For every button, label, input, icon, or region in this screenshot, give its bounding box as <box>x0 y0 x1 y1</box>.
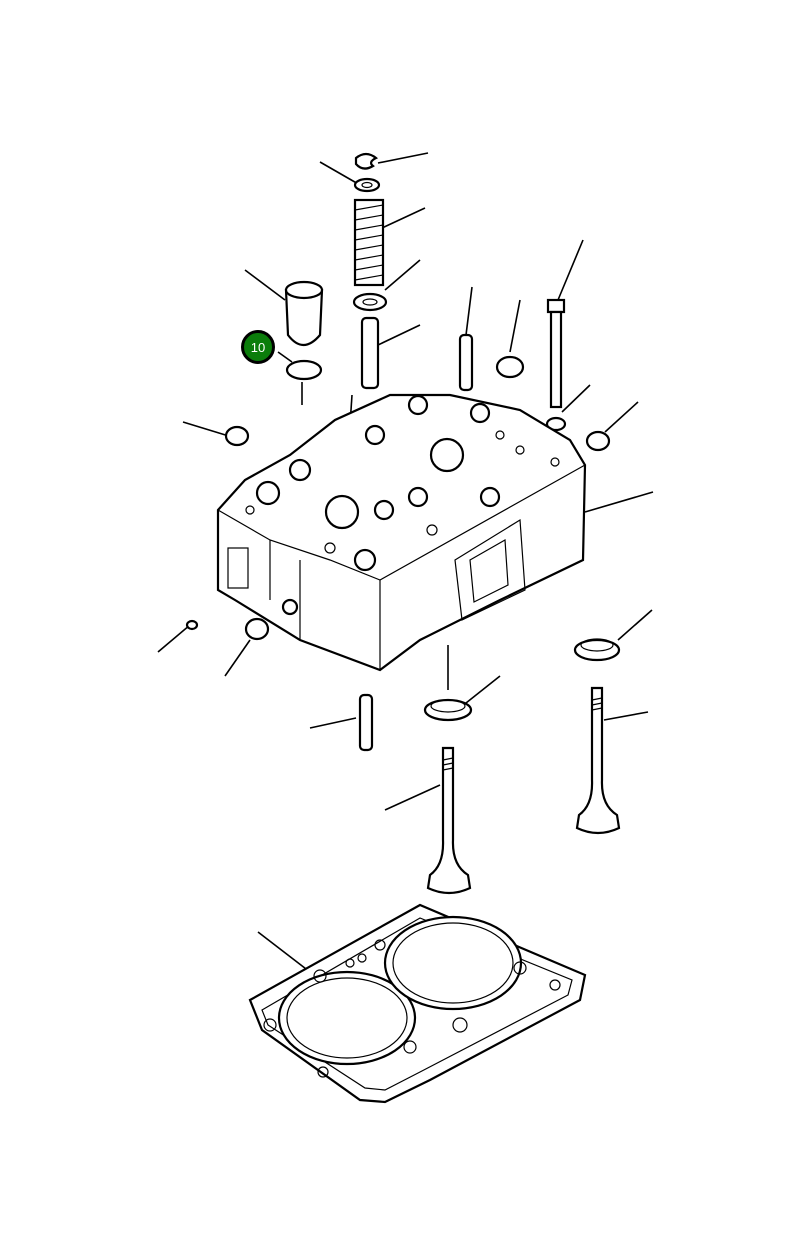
valve-keeper <box>353 152 381 193</box>
cylinder-head <box>216 393 587 672</box>
spring-seat <box>352 292 388 312</box>
head-gasket <box>248 903 587 1104</box>
dowel-pin <box>358 333 474 752</box>
injector-sleeve <box>284 280 324 347</box>
valve-spring <box>353 198 385 287</box>
callout-badge-10[interactable]: 10 <box>241 330 275 364</box>
o-ring <box>285 359 323 381</box>
valve-seat-insert <box>423 638 621 722</box>
head-bolt <box>545 298 567 432</box>
valve <box>426 686 621 895</box>
plug <box>185 355 611 641</box>
valve-guide <box>360 316 380 390</box>
